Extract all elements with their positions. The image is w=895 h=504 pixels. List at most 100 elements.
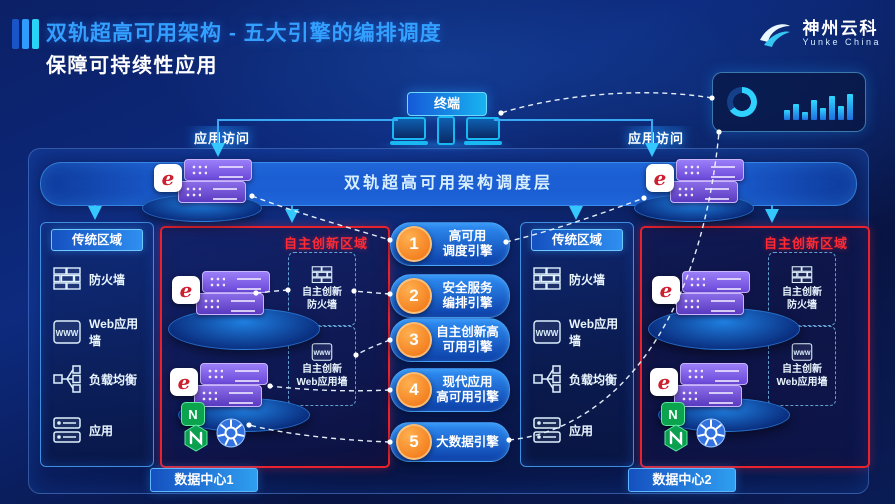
engine-label: 大数据引擎 [436, 434, 499, 449]
dc1-innovation-cluster-1: e [166, 268, 270, 320]
engine-number: 1 [396, 226, 432, 262]
dc2-innovation-waf: 自主创新 Web应用墙 [768, 326, 836, 406]
kubernetes-icon [696, 418, 726, 453]
item-label: Web应用墙 [569, 317, 619, 348]
subbox-label: Web应用墙 [296, 376, 348, 388]
item-label: 应用 [569, 423, 594, 438]
engine-number: 2 [396, 278, 432, 314]
www-icon [311, 343, 333, 361]
engine-label: 自主创新高 [436, 325, 499, 339]
page-title: 双轨超高可用架构 - 五大引擎的编排调度 [46, 22, 442, 45]
item-label: 负载均衡 [569, 372, 618, 387]
dc2-item-loadbalancer: 负载均衡 [533, 365, 627, 393]
dc2-item-firewall: 防火墙 [533, 267, 627, 291]
kubernetes-icon [216, 418, 246, 453]
dc2-innovation-cluster-2: e [644, 360, 748, 412]
engine-label: 高可用引擎 [436, 390, 499, 404]
item-label: Web应用墙 [89, 317, 139, 348]
firewall-icon [791, 266, 813, 284]
engine-number: 5 [396, 424, 432, 460]
dc2-innovation-firewall: 自主创新 防火墙 [768, 252, 836, 326]
platform-disk [168, 308, 320, 350]
nginx-icon: N [661, 402, 685, 426]
engine-1-ha-scheduling: 1 高可用调度引擎 [390, 222, 510, 266]
engine-label: 调度引擎 [442, 244, 493, 258]
engine-label: 现代应用 [442, 375, 493, 389]
firewall-icon [533, 267, 561, 291]
dc2-item-waf: Web应用墙 [533, 315, 627, 349]
subbox-label: 自主创新 [782, 364, 822, 375]
terminal-label: 终端 [407, 92, 487, 116]
company-logo: 神州云科 Yunke China [754, 14, 881, 54]
engine-3-innovation-ha: 3 自主创新高可用引擎 [390, 318, 510, 362]
title-bars-icon [12, 19, 39, 49]
vendor-badge-icon: e [650, 368, 678, 396]
application-icon [533, 417, 561, 443]
item-label: 应用 [89, 423, 114, 438]
firewall-icon [311, 266, 333, 284]
item-label: 负载均衡 [89, 372, 138, 387]
dc2-traditional-zone-label: 传统区域 [531, 229, 623, 251]
monitoring-panel [712, 72, 866, 132]
vendor-badge-icon: e [646, 164, 674, 192]
bar-chart-icon [784, 94, 853, 120]
access-label-left: 应用访问 [184, 126, 261, 149]
engine-label: 编排引擎 [442, 296, 493, 310]
dc2-innovation-cluster-1: e [646, 268, 750, 320]
dc1-innovation-cluster-2: e [164, 360, 268, 412]
item-label: 防火墙 [569, 272, 606, 287]
www-icon [53, 320, 81, 344]
dc2-innovation-zone-label: 自主创新区域 [763, 236, 848, 251]
vendor-badge-icon: e [172, 276, 200, 304]
dc1-innovation-zone-label: 自主创新区域 [283, 236, 368, 251]
subbox-label: 自主创新 [302, 364, 342, 375]
dc2-item-app: 应用 [533, 417, 627, 443]
dc1-traditional-zone: 传统区域 防火墙 Web应用墙 负载均衡 应用 [40, 222, 154, 467]
firewall-icon [53, 267, 81, 291]
subbox-label: Web应用墙 [776, 376, 828, 388]
engine-number: 4 [396, 372, 432, 408]
phone-icon [437, 116, 455, 145]
logo-subname: Yunke China [802, 37, 881, 48]
subbox-label: 自主创新 [302, 287, 342, 298]
scheduler-layer-label: 双轨超高可用架构调度层 [343, 175, 553, 192]
dc1-item-waf: Web应用墙 [53, 315, 147, 349]
load-balancer-icon [533, 365, 561, 393]
dc1-item-loadbalancer: 负载均衡 [53, 365, 147, 393]
dc1-label: 数据中心1 [150, 468, 258, 492]
yunke-swoosh-icon [760, 24, 791, 47]
engine-5-bigdata: 5 大数据引擎 [390, 422, 510, 462]
dc1-item-app: 应用 [53, 417, 147, 443]
engine-label: 可用引擎 [442, 340, 493, 354]
page-subtitle: 保障可持续性应用 [46, 55, 218, 77]
www-icon [533, 320, 561, 344]
engine-2-security-orchestration: 2 安全服务编排引擎 [390, 274, 510, 318]
dc2-traditional-zone: 传统区域 防火墙 Web应用墙 负载均衡 应用 [520, 222, 634, 467]
engine-number: 3 [396, 322, 432, 358]
subbox-label: 防火墙 [787, 299, 817, 311]
gauge-icon [727, 87, 757, 117]
engine-label: 安全服务 [442, 281, 493, 295]
dc1-traditional-zone-label: 传统区域 [51, 229, 143, 251]
item-label: 防火墙 [89, 272, 126, 287]
subbox-label: 自主创新 [782, 287, 822, 298]
access-label-right: 应用访问 [618, 126, 695, 149]
nginx-hex-icon [663, 424, 689, 457]
nginx-hex-icon [183, 424, 209, 457]
application-icon [53, 417, 81, 443]
logo-name: 神州云科 [802, 18, 879, 38]
vendor-badge-icon: e [170, 368, 198, 396]
dc2-label: 数据中心2 [628, 468, 736, 492]
laptop-icon [464, 117, 502, 145]
vendor-badge-icon: e [154, 164, 182, 192]
dc1-item-firewall: 防火墙 [53, 267, 147, 291]
laptop-icon [390, 117, 428, 145]
nginx-icon: N [181, 402, 205, 426]
engine-4-modern-app-ha: 4 现代应用高可用引擎 [390, 368, 510, 412]
engine-label: 高可用 [448, 229, 487, 243]
www-icon [791, 343, 813, 361]
vendor-badge-icon: e [652, 276, 680, 304]
subbox-label: 防火墙 [307, 299, 337, 311]
scheduler-server-cluster-left: e [148, 156, 252, 208]
